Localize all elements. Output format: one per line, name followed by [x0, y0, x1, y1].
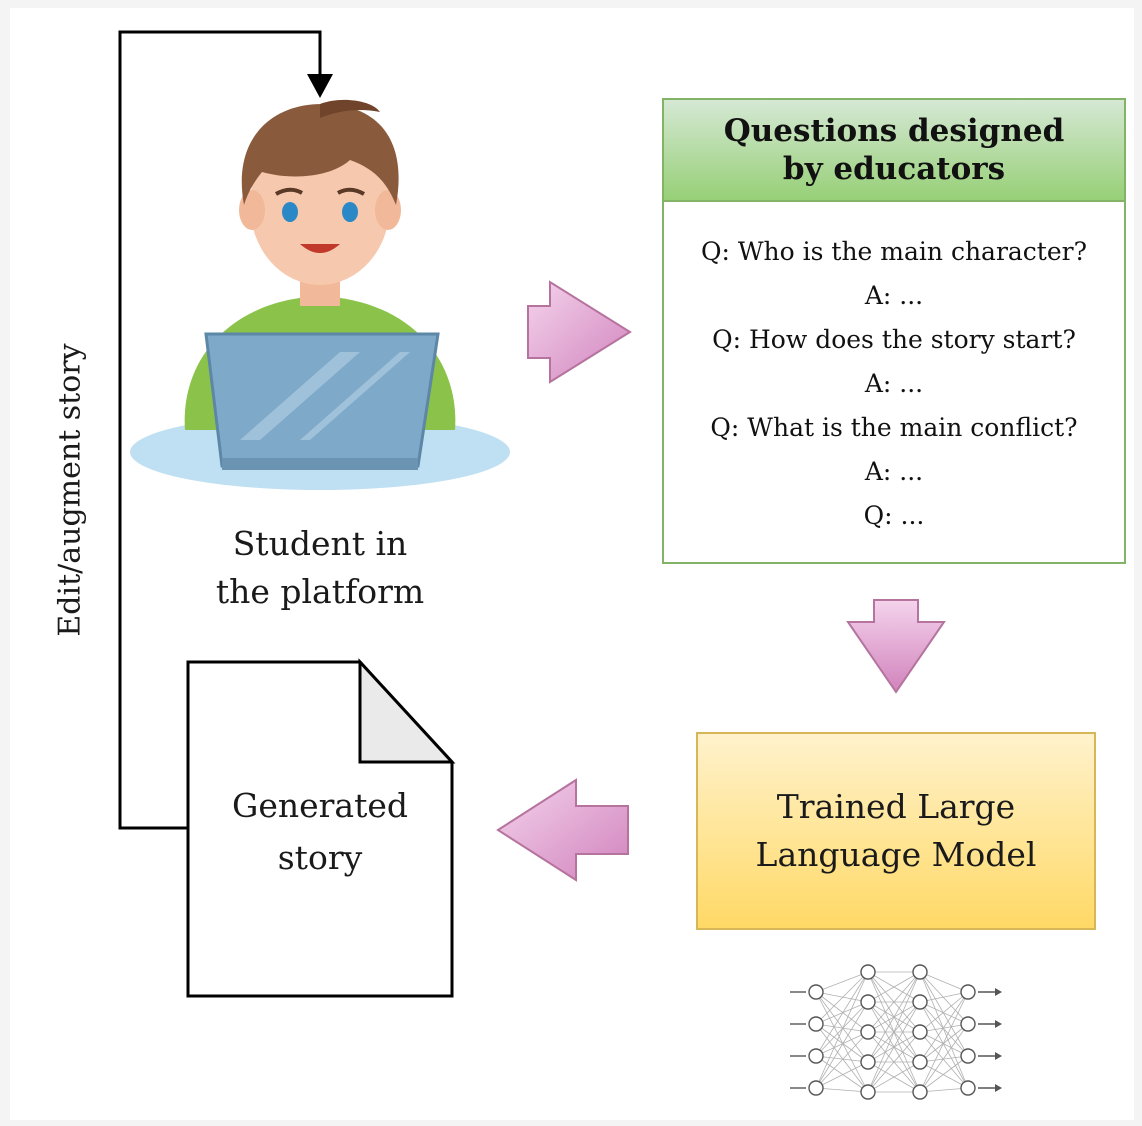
neural-network-icon	[790, 964, 1002, 1100]
question-line: Q: ...	[863, 501, 925, 530]
feedback-arrowhead-icon	[307, 74, 333, 98]
student-caption: Student in the platform	[190, 520, 450, 616]
student-caption-line2: the platform	[215, 572, 425, 611]
answer-line: A: ...	[864, 369, 924, 398]
questions-title-line2: by educators	[782, 151, 1006, 187]
document-fold-icon	[358, 658, 456, 764]
story-label-line2: story	[277, 838, 363, 877]
student-avatar	[130, 99, 510, 490]
llm-label-line1: Trained Large	[776, 787, 1016, 826]
feedback-loop-label: Edit/augment story	[52, 343, 88, 637]
llm-label-line2: Language Model	[755, 835, 1037, 874]
questions-list: Q: Who is the main character? A: ... Q: …	[664, 202, 1124, 538]
question-line: Q: Who is the main character?	[700, 237, 1088, 266]
feedback-loop-line	[118, 30, 322, 830]
questions-box: Questions designed by educators Q: Who i…	[662, 98, 1126, 564]
arrow-to-llm	[846, 599, 946, 694]
answer-line: A: ...	[864, 281, 924, 310]
arrow-to-questions	[527, 280, 632, 384]
questions-title-line1: Questions designed	[723, 113, 1065, 149]
llm-box: Trained Large Language Model	[696, 732, 1096, 930]
story-label: Generated story	[190, 780, 450, 884]
answer-line: A: ...	[864, 457, 924, 486]
arrow-to-story	[496, 778, 629, 882]
story-label-line1: Generated	[231, 786, 409, 825]
student-caption-line1: Student in	[232, 524, 408, 563]
question-line: Q: How does the story start?	[712, 325, 1076, 354]
question-line: Q: What is the main conflict?	[710, 413, 1078, 442]
questions-header: Questions designed by educators	[664, 100, 1124, 202]
